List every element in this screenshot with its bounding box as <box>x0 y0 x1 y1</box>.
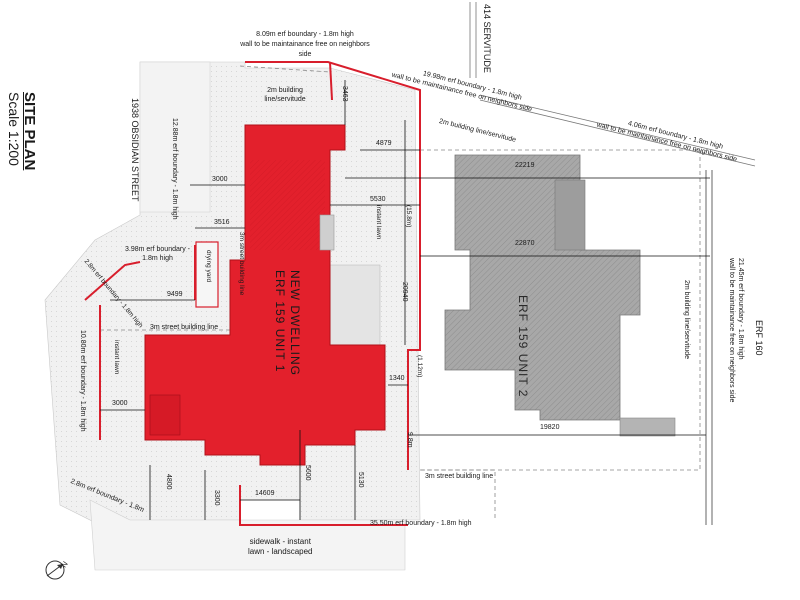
dim-3000-left: 3000 <box>112 400 128 407</box>
unit2-label: ERF 159 UNIT 2 <box>516 295 530 398</box>
drying-yard-label: drying yard <box>205 250 212 283</box>
bottom-boundary: 35.50m erf boundary - 1.8m high <box>370 520 472 527</box>
left-boundary-10: 10.80m erf boundary - 1.8m high <box>79 330 86 432</box>
small-boundary-note: 3.98m erf boundary - 1.8m high <box>125 245 190 263</box>
dim-14609: 14609 <box>255 490 275 497</box>
boundary-walls <box>84 61 421 526</box>
upper-boundary-note: 19.98m erf boundary - 1.8m high wall to … <box>391 62 535 114</box>
unit2-footprint <box>444 154 676 437</box>
dim-22219: 22219 <box>515 162 535 169</box>
sidewalk-line2: lawn - landscaped <box>248 547 313 556</box>
dwelling-line2: ERF 159 UNIT 1 <box>273 270 287 373</box>
dwelling-label: NEW DWELLING ERF 159 UNIT 1 <box>272 270 302 376</box>
dim-1340: 1340 <box>389 375 405 382</box>
north-arrow-icon: N <box>45 560 70 580</box>
left-boundary-12: 12.88m erf boundary - 1.8m high <box>171 118 178 220</box>
corner-boundary-note: 2.8m erf boundary - 1.8m high <box>82 258 144 330</box>
neighbor-erf-label: ERF 160 <box>754 320 764 356</box>
building-line-2m-right: 2m building line/servitude <box>683 280 690 359</box>
dim-4879: 4879 <box>376 140 392 147</box>
dim-5600: 5600 <box>304 465 311 481</box>
dim-3516: 3516 <box>214 219 230 226</box>
instant-lawn-1: instant lawn <box>375 205 382 240</box>
building-lines <box>100 65 701 520</box>
dim-3463: 3463 <box>341 86 348 102</box>
small-boundary-line2: 1.8m high <box>142 255 173 262</box>
dimension-lines <box>100 80 710 520</box>
dim-3000-top: 3000 <box>212 176 228 183</box>
building-line-2m-b: 2m building line/servitude <box>438 118 517 144</box>
sidewalk-line1: sidewalk - instant <box>249 537 311 546</box>
plan-scale: Scale 1:200 <box>6 92 22 166</box>
right-boundary-line2: wall to be maintainance free on neighbor… <box>728 258 735 403</box>
dim-5530: 5530 <box>370 196 386 203</box>
dim-9499: 9499 <box>167 291 183 298</box>
dim-4800: 4800 <box>165 474 172 490</box>
street-line-left: 3m street building line <box>150 324 219 331</box>
sidewalk-note: sidewalk - instant lawn - landscaped <box>248 537 312 557</box>
bottom-left-boundary: 2.8m erf boundary - 1.8m <box>69 478 145 514</box>
dwelling-footprint <box>144 124 386 466</box>
top-boundary-line1: 8.09m erf boundary - 1.8m high <box>256 31 354 38</box>
top-boundary-note: 8.09m erf boundary - 1.8m high wall to b… <box>240 30 370 60</box>
dim-3300: 3300 <box>213 490 220 506</box>
building-line-2m-a: 2m building line/servitude <box>264 87 306 103</box>
instant-lawn-2: instant lawn <box>113 340 120 375</box>
dim-19820: 19820 <box>540 424 560 431</box>
dim-22870: 22870 <box>515 240 535 247</box>
right-boundary-note: 21.45m erf boundary - 1.8m high wall to … <box>727 258 745 402</box>
dwelling-line1: NEW DWELLING <box>288 270 302 377</box>
height-11: (1.12m) <box>416 355 423 378</box>
dim-9-8: 9.8m <box>406 432 413 448</box>
dim-20940: 20940 <box>401 282 408 302</box>
top-boundary-line2: wall to be maintainance free on neighbor… <box>240 41 370 58</box>
small-boundary-line1: 3.98m erf boundary - <box>125 246 190 253</box>
right-boundary-line1: 21.45m erf boundary - 1.8m high <box>737 258 744 360</box>
right-top-boundary-note: 4.06m erf boundary - 1.8m high wall to b… <box>596 112 740 164</box>
servitude-lines <box>469 2 756 525</box>
plan-title: SITE PLAN <box>21 92 38 171</box>
street-line-bottom: 3m street building line <box>425 473 494 480</box>
dim-5130: 5130 <box>357 472 364 488</box>
svg-text:N: N <box>59 560 69 570</box>
height-15: (15.8m) <box>405 205 412 228</box>
street-name: 1938 OBSIDIAN STREET <box>130 98 140 202</box>
street-line-vert: 3m street building line <box>238 232 245 296</box>
servitude-label: 414 SERVITUDE <box>482 4 492 73</box>
